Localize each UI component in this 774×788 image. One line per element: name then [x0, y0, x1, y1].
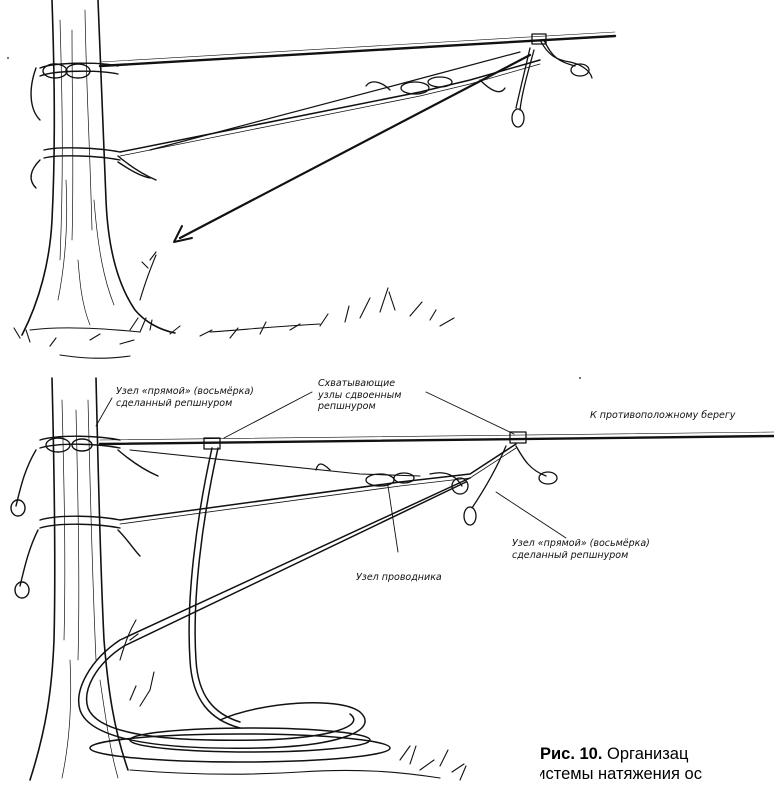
grass-top [14, 252, 454, 358]
caption-number: Рис. 10. [540, 745, 602, 763]
main-rope-top [100, 36, 615, 66]
caption-line-1: Рис. 10. Организац [540, 744, 774, 764]
tree-trunk-top [22, 0, 175, 335]
label-square-knot-top: Узел «прямой» (восьмёрка) сделанный репш… [116, 386, 254, 409]
speck [579, 377, 581, 379]
top-illustration [14, 0, 615, 358]
label-line: сделанный репшнуром [512, 550, 650, 562]
label-line: узлы сдвоенным [318, 390, 401, 402]
label-gripping-knots: Схватывающие узлы сдвоенным репшнуром [318, 378, 401, 413]
tension-rope-1 [120, 60, 540, 152]
caption-text-1: Организац [607, 745, 688, 763]
label-guide-knot: Узел проводника [356, 572, 442, 584]
label-line: Схватывающие [318, 378, 401, 390]
hanging-knots-bottom-right [464, 446, 557, 525]
grass-bottom [120, 620, 466, 780]
rope-coil [79, 448, 470, 762]
label-line: репшнуром [318, 401, 401, 413]
figure-caption: Рис. 10. Организац системы натяжения ос [540, 744, 774, 788]
hanging-knots-top-right [512, 40, 592, 127]
label-line: сделанный репшнуром [116, 398, 254, 410]
main-rope-bottom [100, 436, 774, 444]
leader-lines [96, 392, 566, 552]
speck [7, 57, 9, 59]
label-line: Узел «прямой» (восьмёрка) [116, 386, 254, 398]
caption-line-2: системы натяжения ос [540, 764, 774, 784]
trunk-lashing-top [31, 63, 156, 188]
label-line: Узел «прямой» (восьмёрка) [512, 538, 650, 550]
tension-rope-bottom-2 [130, 450, 420, 476]
label-to-opposite-bank: К противоположному берегу [590, 410, 735, 422]
pull-rope-arrow [180, 55, 530, 238]
tension-rope-2 [150, 52, 520, 150]
label-square-knot-right: Узел «прямой» (восьмёрка) сделанный репш… [512, 538, 650, 561]
